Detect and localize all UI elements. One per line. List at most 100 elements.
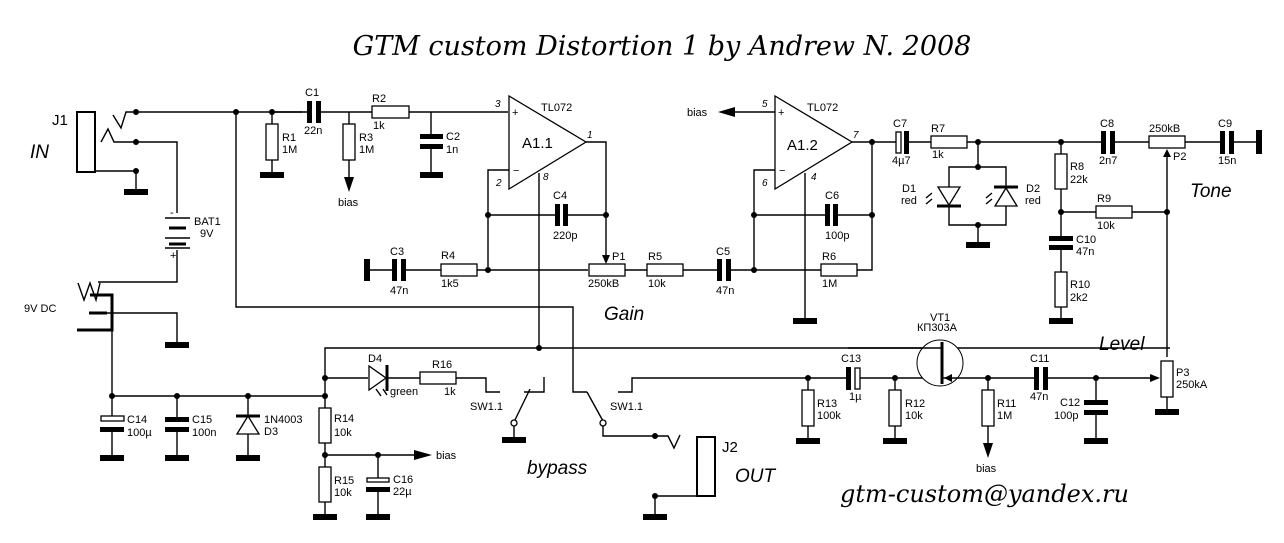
svg-text:C4: C4 <box>553 190 567 202</box>
resistor-r13: R13 100k <box>796 378 841 444</box>
svg-text:6: 6 <box>762 178 768 189</box>
gain-potentiometer-p1[interactable]: P1 250kB <box>588 215 626 290</box>
svg-text:C8: C8 <box>1100 118 1114 130</box>
svg-text:7: 7 <box>853 130 859 141</box>
svg-text:47n: 47n <box>390 285 408 297</box>
led-d4: D4 green <box>325 353 418 398</box>
svg-text:1k: 1k <box>444 386 456 398</box>
svg-text:R3: R3 <box>359 132 373 144</box>
svg-text:R13: R13 <box>817 398 837 410</box>
svg-text:C9: C9 <box>1218 118 1232 130</box>
resistor-r8: R8 22k <box>1054 142 1088 190</box>
led-d1: D1 red <box>901 183 962 208</box>
svg-text:C15: C15 <box>192 414 212 426</box>
svg-text:47n: 47n <box>716 285 734 297</box>
capacitor-c11: C11 47n <box>1030 353 1049 403</box>
svg-text:C1: C1 <box>305 87 319 99</box>
svg-text:1M: 1M <box>282 144 297 156</box>
capacitor-c3: C3 47n <box>390 246 408 297</box>
ground-symbol <box>793 318 817 324</box>
svg-text:R6: R6 <box>822 251 836 263</box>
svg-text:C11: C11 <box>1030 353 1049 365</box>
svg-text:C5: C5 <box>716 246 730 258</box>
level-label: Level <box>1099 334 1145 355</box>
svg-text:R15: R15 <box>334 475 354 487</box>
schematic-title: GTM custom Distortion 1 by Andrew N. 200… <box>353 31 972 62</box>
svg-text:1µ: 1µ <box>849 391 862 403</box>
svg-text:2: 2 <box>495 178 502 189</box>
led-d2: D2 red <box>985 183 1041 207</box>
svg-text:bias: bias <box>338 197 359 209</box>
bypass-switch-b[interactable] <box>235 112 808 437</box>
resistor-r15: R15 10k <box>313 455 354 520</box>
bias-label: bias <box>436 450 457 462</box>
input-jack-j1: J1 <box>52 111 136 173</box>
output-jack-j2: J2 <box>643 433 738 520</box>
resistor-r12: R12 10k <box>883 378 925 444</box>
capacitor-c12: C12 100p <box>1054 378 1108 444</box>
svg-text:+: + <box>778 107 784 119</box>
svg-text:bias: bias <box>687 107 708 119</box>
svg-text:C7: C7 <box>893 118 907 130</box>
author-email: gtm-custom@yandex.ru <box>840 480 1129 508</box>
bat1-ref: BAT1 <box>194 216 221 228</box>
svg-text:1M: 1M <box>359 144 374 156</box>
svg-text:-: - <box>170 207 174 219</box>
svg-text:red: red <box>1025 195 1041 207</box>
svg-text:P3: P3 <box>1176 367 1189 379</box>
in-label: IN <box>30 142 49 163</box>
svg-text:250kB: 250kB <box>1149 123 1180 135</box>
svg-text:D3: D3 <box>264 426 278 438</box>
resistor-r2: R2 1k <box>371 93 410 132</box>
resistor-r6: R6 1M <box>820 251 858 290</box>
ground-symbol <box>966 242 990 248</box>
capacitor-c10: C10 47n <box>1049 234 1096 258</box>
svg-text:R11: R11 <box>997 398 1016 410</box>
svg-text:VT1: VT1 <box>930 312 950 324</box>
out-label: OUT <box>735 466 777 487</box>
svg-text:10k: 10k <box>334 487 352 499</box>
svg-text:R9: R9 <box>1097 193 1111 205</box>
svg-text:TL072: TL072 <box>541 102 572 114</box>
svg-text:A1.2: A1.2 <box>787 137 818 154</box>
svg-text:R8: R8 <box>1070 161 1084 173</box>
svg-text:C14: C14 <box>127 414 147 426</box>
svg-text:C2: C2 <box>446 131 460 143</box>
svg-text:R1: R1 <box>282 132 296 144</box>
svg-text:8: 8 <box>543 172 549 183</box>
svg-text:4µ7: 4µ7 <box>892 155 911 167</box>
capacitor-c2: C2 1n <box>420 112 460 178</box>
capacitor-c6: C6 100p <box>825 190 849 242</box>
svg-text:C3: C3 <box>390 246 404 258</box>
svg-text:1k5: 1k5 <box>441 278 459 290</box>
svg-text:КП303А: КП303А <box>917 322 958 334</box>
svg-text:J2: J2 <box>722 439 738 456</box>
svg-text:red: red <box>901 195 917 207</box>
svg-text:P2: P2 <box>1173 151 1186 163</box>
svg-text:3: 3 <box>495 99 501 110</box>
svg-text:C12: C12 <box>1060 397 1080 409</box>
capacitor-c14: C14 100µ <box>100 396 152 461</box>
svg-text:100µ: 100µ <box>127 427 152 439</box>
level-potentiometer-p3[interactable]: P3 250kA <box>1150 360 1208 415</box>
svg-text:1k: 1k <box>932 149 944 161</box>
resistor-r16: R16 1k <box>419 359 457 398</box>
bypass-switch-a[interactable] <box>502 377 545 443</box>
tone-potentiometer-p2[interactable]: 250kB P2 <box>1148 123 1186 163</box>
resistor-r14: R14 10k <box>318 396 354 455</box>
capacitor-c9: C9 15n <box>1218 118 1236 167</box>
svg-text:R14: R14 <box>334 413 354 425</box>
capacitor-c5: C5 47n <box>716 246 734 297</box>
capacitor-c7: C7 4µ7 <box>892 118 911 167</box>
svg-text:R7: R7 <box>931 123 945 135</box>
svg-text:10k: 10k <box>334 427 352 439</box>
resistor-r3: R3 1M bias <box>338 112 374 209</box>
svg-text:100p: 100p <box>1054 410 1078 422</box>
svg-text:R5: R5 <box>648 251 662 263</box>
svg-text:TL072: TL072 <box>807 102 838 114</box>
svg-text:5: 5 <box>762 99 768 110</box>
svg-text:22k: 22k <box>1070 174 1088 186</box>
dc-jack-label: 9V DC <box>24 303 56 315</box>
svg-text:C6: C6 <box>825 190 839 202</box>
svg-text:22n: 22n <box>304 125 322 137</box>
